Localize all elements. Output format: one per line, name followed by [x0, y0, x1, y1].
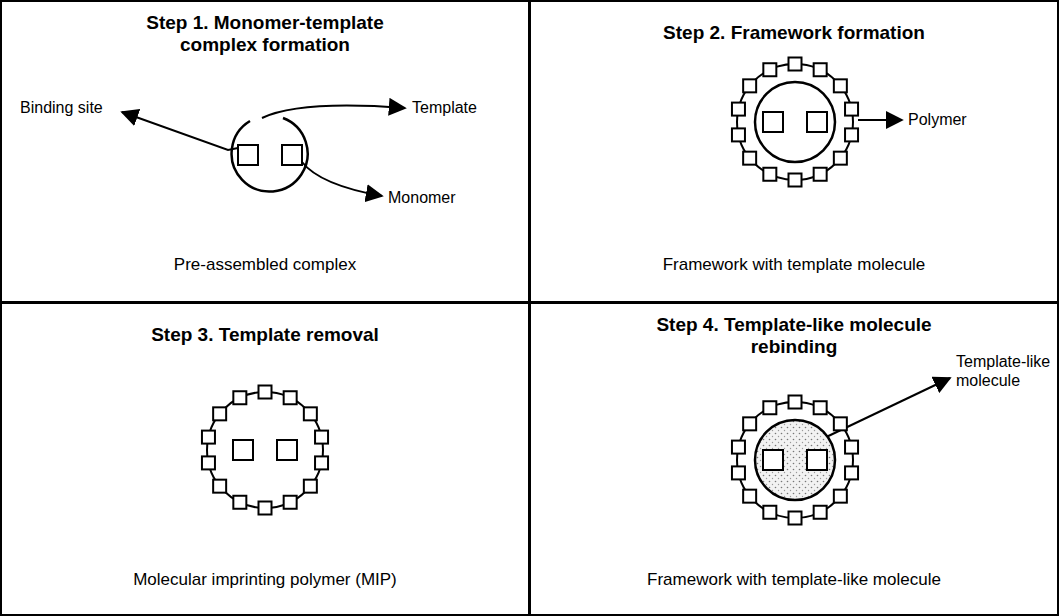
- step-caption: Framework with template-like molecule: [531, 570, 1057, 590]
- callout-label: Monomer: [388, 188, 456, 207]
- step-title: Step 2. Framework formation: [584, 22, 1004, 44]
- step-title: Step 3. Template removal: [55, 324, 475, 346]
- step-panel: Step 2. Framework formationFramework wit…: [529, 0, 1059, 303]
- callout-label: Template: [412, 98, 477, 117]
- callout-label: Binding site: [20, 98, 103, 117]
- step-panel: Step 3. Template removalMolecular imprin…: [0, 302, 530, 616]
- callout-label: Template-like molecule: [956, 352, 1056, 390]
- mip-figure: [202, 386, 328, 515]
- rebinding-figure: [732, 396, 858, 525]
- complex-figure: [232, 118, 308, 192]
- step-caption: Framework with template molecule: [531, 255, 1057, 275]
- step-title: Step 1. Monomer-template complex formati…: [115, 12, 415, 56]
- callout-label: Polymer: [908, 110, 967, 129]
- step-caption: Molecular imprinting polymer (MIP): [2, 570, 528, 590]
- step-caption: Pre-assembled complex: [2, 255, 528, 275]
- step-panel: Step 1. Monomer-template complex formati…: [0, 0, 530, 303]
- step-title: Step 4. Template-like molecule rebinding: [629, 314, 959, 358]
- framework-figure: [732, 58, 858, 187]
- step-panel: Step 4. Template-like molecule rebinding…: [529, 302, 1059, 616]
